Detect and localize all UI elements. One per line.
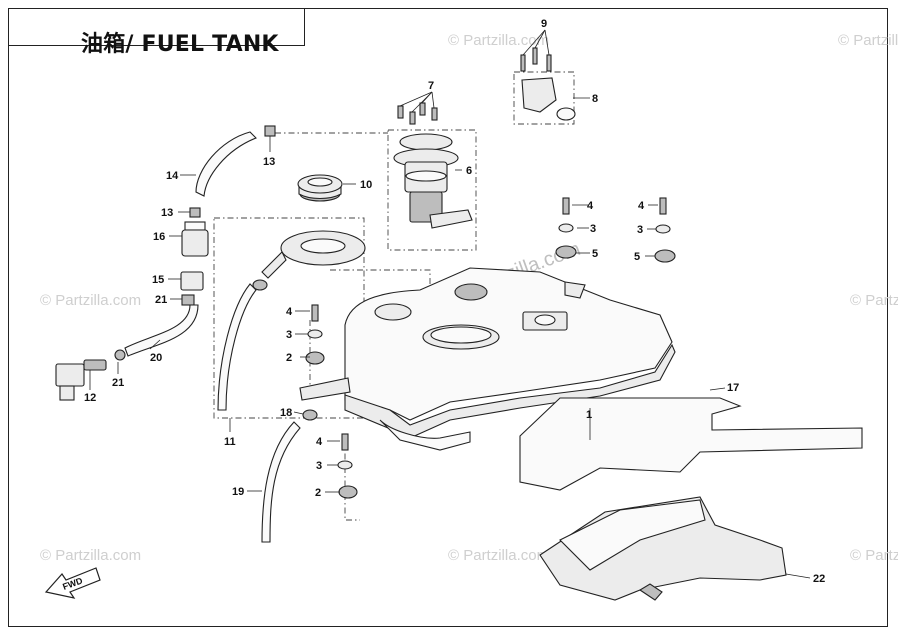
bolt-stack-left-lower[interactable]: [337, 433, 358, 499]
callout-4: 4: [638, 200, 645, 212]
leader-lines: [89, 29, 811, 579]
hose-part-19[interactable]: [261, 421, 301, 543]
callout-10: 10: [360, 179, 372, 191]
callout-3: 3: [316, 460, 322, 472]
callout-4: 4: [587, 200, 594, 212]
clamp-part-13[interactable]: [264, 125, 276, 137]
callout-3: 3: [286, 329, 292, 341]
callout-4: 4: [286, 306, 293, 318]
fuel-filter-part-16[interactable]: [181, 221, 209, 257]
clamp-part-21[interactable]: [181, 294, 195, 306]
callout-4: 4: [316, 436, 323, 448]
watermark-text: © Partzilla.com: [40, 547, 141, 564]
filler-neck-ring[interactable]: [261, 230, 366, 279]
callout-11: 11: [224, 436, 236, 448]
watermark-text: © Partzilla.com: [40, 292, 141, 309]
callout-14: 14: [166, 170, 179, 182]
callout-18: 18: [280, 407, 292, 419]
callout-7: 7: [428, 80, 434, 92]
assembly-box-6: [387, 129, 477, 251]
bolt-stack-left-upper[interactable]: [305, 304, 325, 365]
fuel-cap-part-10[interactable]: [297, 174, 343, 202]
guide-line: [344, 440, 360, 521]
callout-9: 9: [541, 18, 547, 30]
watermark-text: © Partzilla.com: [850, 547, 898, 564]
callout-21: 21: [155, 294, 167, 306]
mat-part-17[interactable]: [519, 397, 863, 491]
callout-13: 13: [161, 207, 173, 219]
fuel-tank-part-1[interactable]: [299, 267, 676, 451]
callout-2: 2: [286, 352, 292, 364]
callout-8: 8: [592, 93, 598, 105]
callout-6: 6: [466, 165, 472, 177]
clamp-part-21-lower[interactable]: [114, 349, 126, 361]
sender-bracket-part-8[interactable]: [520, 47, 576, 121]
callout-3: 3: [590, 223, 596, 235]
watermark-text: © Partzilla.com: [850, 292, 898, 309]
callout-2: 2: [315, 487, 321, 499]
clamp-part-13-lower[interactable]: [189, 207, 201, 218]
watermark-text: © Partzilla.com: [448, 32, 549, 49]
clip-part-18[interactable]: [302, 409, 318, 421]
hose-part-11[interactable]: [217, 283, 257, 411]
assembly-box-11: [213, 217, 365, 419]
fuel-pump-part-6[interactable]: [393, 133, 473, 229]
callout-numbers: 1 2 2 3 3 3 3 4 4 4 4 5 5 6 7 8 9 10 11 …: [84, 18, 825, 585]
hose-part-20[interactable]: [124, 304, 199, 357]
callout-19: 19: [232, 486, 244, 498]
callout-13: 13: [263, 156, 275, 168]
hose-clip[interactable]: [252, 279, 268, 291]
page-title: 油箱/ FUEL TANK: [81, 32, 279, 57]
callout-3: 3: [637, 224, 643, 236]
sleeve-part-15[interactable]: [180, 271, 204, 291]
callout-17: 17: [727, 382, 739, 394]
callout-5: 5: [592, 248, 598, 260]
forward-arrow-icon: FWD: [44, 567, 101, 599]
skid-plate-part-22[interactable]: [539, 496, 787, 601]
bolt-stack-mid[interactable]: [555, 197, 577, 259]
watermark-text: © Partzilla.com: [448, 547, 549, 564]
title-box: 油箱/ FUEL TANK: [8, 8, 305, 57]
bolt-stack-right[interactable]: [654, 197, 676, 263]
callout-15: 15: [152, 274, 164, 286]
hose-part-14[interactable]: [195, 131, 257, 197]
fitting-part-12[interactable]: [55, 359, 107, 401]
callout-5: 5: [634, 251, 640, 263]
callout-22: 22: [813, 573, 825, 585]
callout-12: 12: [84, 392, 96, 404]
callout-16: 16: [153, 231, 165, 243]
callout-21: 21: [112, 377, 124, 389]
diagram-frame: [8, 8, 888, 627]
callout-1: 1: [586, 409, 592, 421]
watermark-text: © Partzilla.com: [838, 32, 898, 49]
callout-20: 20: [150, 352, 162, 364]
